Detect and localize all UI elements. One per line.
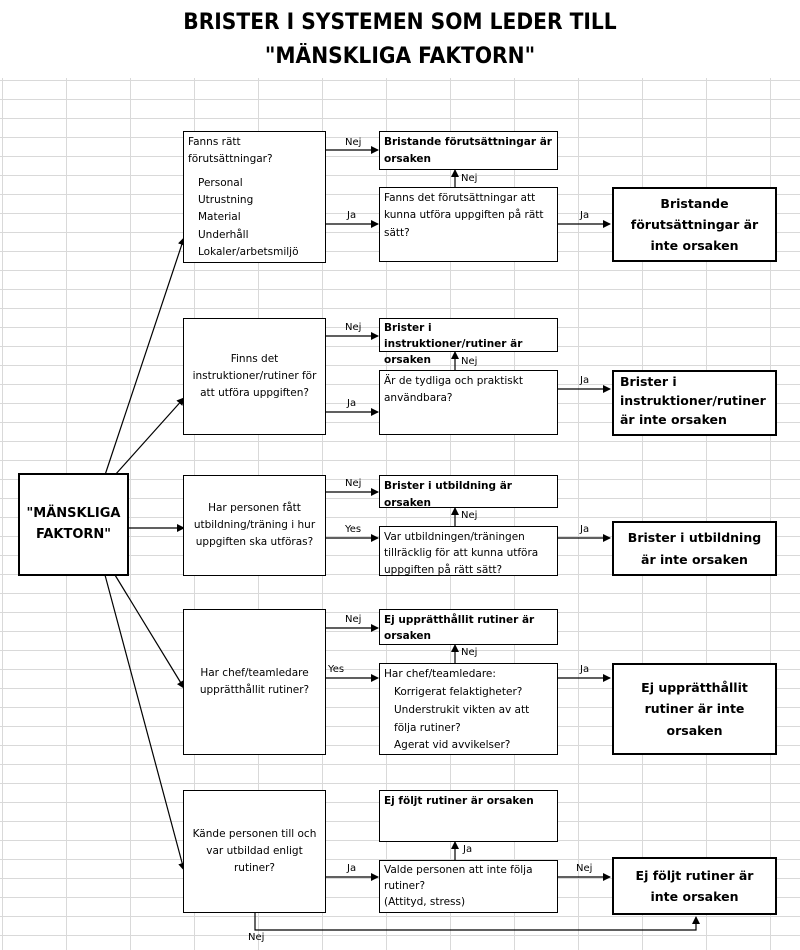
question-label: Har personen fått utbildning/träning i h…	[193, 501, 316, 549]
result-label: Brister i utbildning är orsaken	[384, 480, 512, 510]
result-box-no: Bristande förutsättningar är orsaken	[379, 131, 558, 170]
up-label: Ja	[463, 844, 473, 855]
list-item: Personal	[198, 176, 243, 189]
root-label: "MÄNSKLIGA FAKTORN"	[26, 505, 121, 542]
list-item: Agerat vid avvikelser?	[394, 739, 511, 752]
right-label: Ja	[580, 375, 590, 386]
question-box-knowledge: Kände personen till och var utbildad enl…	[183, 790, 326, 913]
right-label: Ja	[580, 524, 590, 535]
result-box-no: Brister i utbildning är orsaken	[379, 475, 558, 510]
result-label: Ej upprätthållit rutiner är orsaken	[384, 614, 535, 643]
result-label: Bristande förutsättningar är orsaken	[384, 136, 552, 166]
followup-box: Är de tydliga och praktiskt användbara?	[379, 370, 558, 435]
followup-note: (Attityd, stress)	[384, 895, 466, 908]
yes-label: Yes	[345, 524, 362, 535]
question-box-preconditions: Fanns rätt förutsättningar? Personal Utr…	[183, 131, 326, 263]
final-result-box: Brister i utbildning är inte orsaken	[612, 521, 777, 576]
final-result-box: Bristande förutsättningar är inte orsake…	[612, 187, 777, 262]
root-box: "MÄNSKLIGA FAKTORN"	[18, 473, 129, 576]
list-item: Korrigerat felaktigheter?	[394, 685, 523, 698]
followup-label: Är de tydliga och praktiskt användbara?	[384, 375, 523, 405]
up-label: Nej	[461, 647, 478, 658]
followup-heading: Har chef/teamledare:	[384, 668, 496, 680]
final-result-box: Ej följt rutiner är inte orsaken	[612, 857, 777, 915]
no-label: Nej	[345, 614, 362, 625]
result-box-no: Brister i instruktioner/rutiner är orsak…	[379, 318, 558, 366]
yes-label: Yes	[328, 664, 345, 675]
root-arrow-1	[104, 237, 186, 476]
question-label: Kände personen till och var utbildad enl…	[192, 827, 317, 875]
followup-label: Valde personen att inte följa rutiner?	[384, 864, 533, 892]
list-item: Utrustning	[198, 193, 254, 206]
root-arrow-4	[114, 574, 185, 689]
question-label: Har chef/teamledare upprätthållit rutine…	[199, 666, 310, 696]
final-result-label: Brister i utbildning är inte orsaken	[627, 530, 762, 567]
followup-box: Var utbildningen/träningen tillräcklig f…	[379, 526, 558, 576]
question-box-training: Har personen fått utbildning/träning i h…	[183, 475, 326, 576]
no-label: Nej	[345, 137, 362, 148]
question-box-manager: Har chef/teamledare upprätthållit rutine…	[183, 609, 326, 755]
followup-label: Fanns det förutsättningar att kunna utfö…	[384, 192, 544, 239]
right-label: Ja	[580, 664, 590, 675]
up-label: Nej	[461, 510, 478, 521]
right-label: Ja	[580, 210, 590, 221]
final-result-label: Brister i instruktioner/rutiner är inte …	[620, 374, 766, 427]
no-label: Nej	[345, 478, 362, 489]
list-item: Material	[198, 211, 241, 224]
root-arrow-5	[104, 574, 187, 871]
followup-box: Valde personen att inte följa rutiner? (…	[379, 860, 558, 913]
result-box: Ej följt rutiner är orsaken	[379, 790, 558, 842]
final-result-label: Ej följt rutiner är inte orsaken	[635, 867, 754, 904]
final-result-label: Ej upprätthållit rutiner är inte orsaken	[641, 680, 748, 738]
result-label: Ej följt rutiner är orsaken	[384, 795, 534, 807]
question-label: Fanns rätt förutsättningar?	[188, 136, 273, 166]
question-label: Finns det instruktioner/rutiner för att …	[192, 352, 317, 400]
right-label: Nej	[576, 863, 593, 874]
yes-label: Ja	[347, 398, 357, 409]
final-result-label: Bristande förutsättningar är inte orsake…	[630, 195, 759, 254]
title-area: BRISTER I SYSTEMEN SOM LEDER TILL "MÄNSK…	[0, 0, 800, 78]
list-item: Lokaler/arbetsmiljö	[198, 245, 299, 258]
list-item: Underhåll	[198, 228, 249, 241]
bottom-label: Nej	[248, 932, 265, 943]
final-result-box: Ej upprätthållit rutiner är inte orsaken	[612, 663, 777, 755]
no-label: Nej	[345, 322, 362, 333]
page-title-line-2: "MÄNSKLIGA FAKTORN"	[264, 44, 536, 69]
root-arrow-2	[114, 397, 185, 476]
followup-box: Har chef/teamledare: Korrigerat felaktig…	[379, 663, 558, 755]
up-label: Nej	[461, 356, 478, 367]
page-title-line-1: BRISTER I SYSTEMEN SOM LEDER TILL	[183, 10, 617, 35]
yes-label: Ja	[347, 863, 357, 874]
result-label: Brister i instruktioner/rutiner är orsak…	[384, 322, 523, 366]
question-box-instructions: Finns det instruktioner/rutiner för att …	[183, 318, 326, 435]
final-result-box: Brister i instruktioner/rutiner är inte …	[612, 370, 777, 436]
yes-label: Ja	[347, 210, 357, 221]
followup-box: Fanns det förutsättningar att kunna utfö…	[379, 187, 558, 262]
up-label: Nej	[461, 173, 478, 184]
list-item: Understrukit vikten av att följa rutiner…	[394, 703, 530, 734]
followup-label: Var utbildningen/träningen tillräcklig f…	[384, 531, 539, 576]
result-box-no: Ej upprätthållit rutiner är orsaken	[379, 609, 558, 645]
